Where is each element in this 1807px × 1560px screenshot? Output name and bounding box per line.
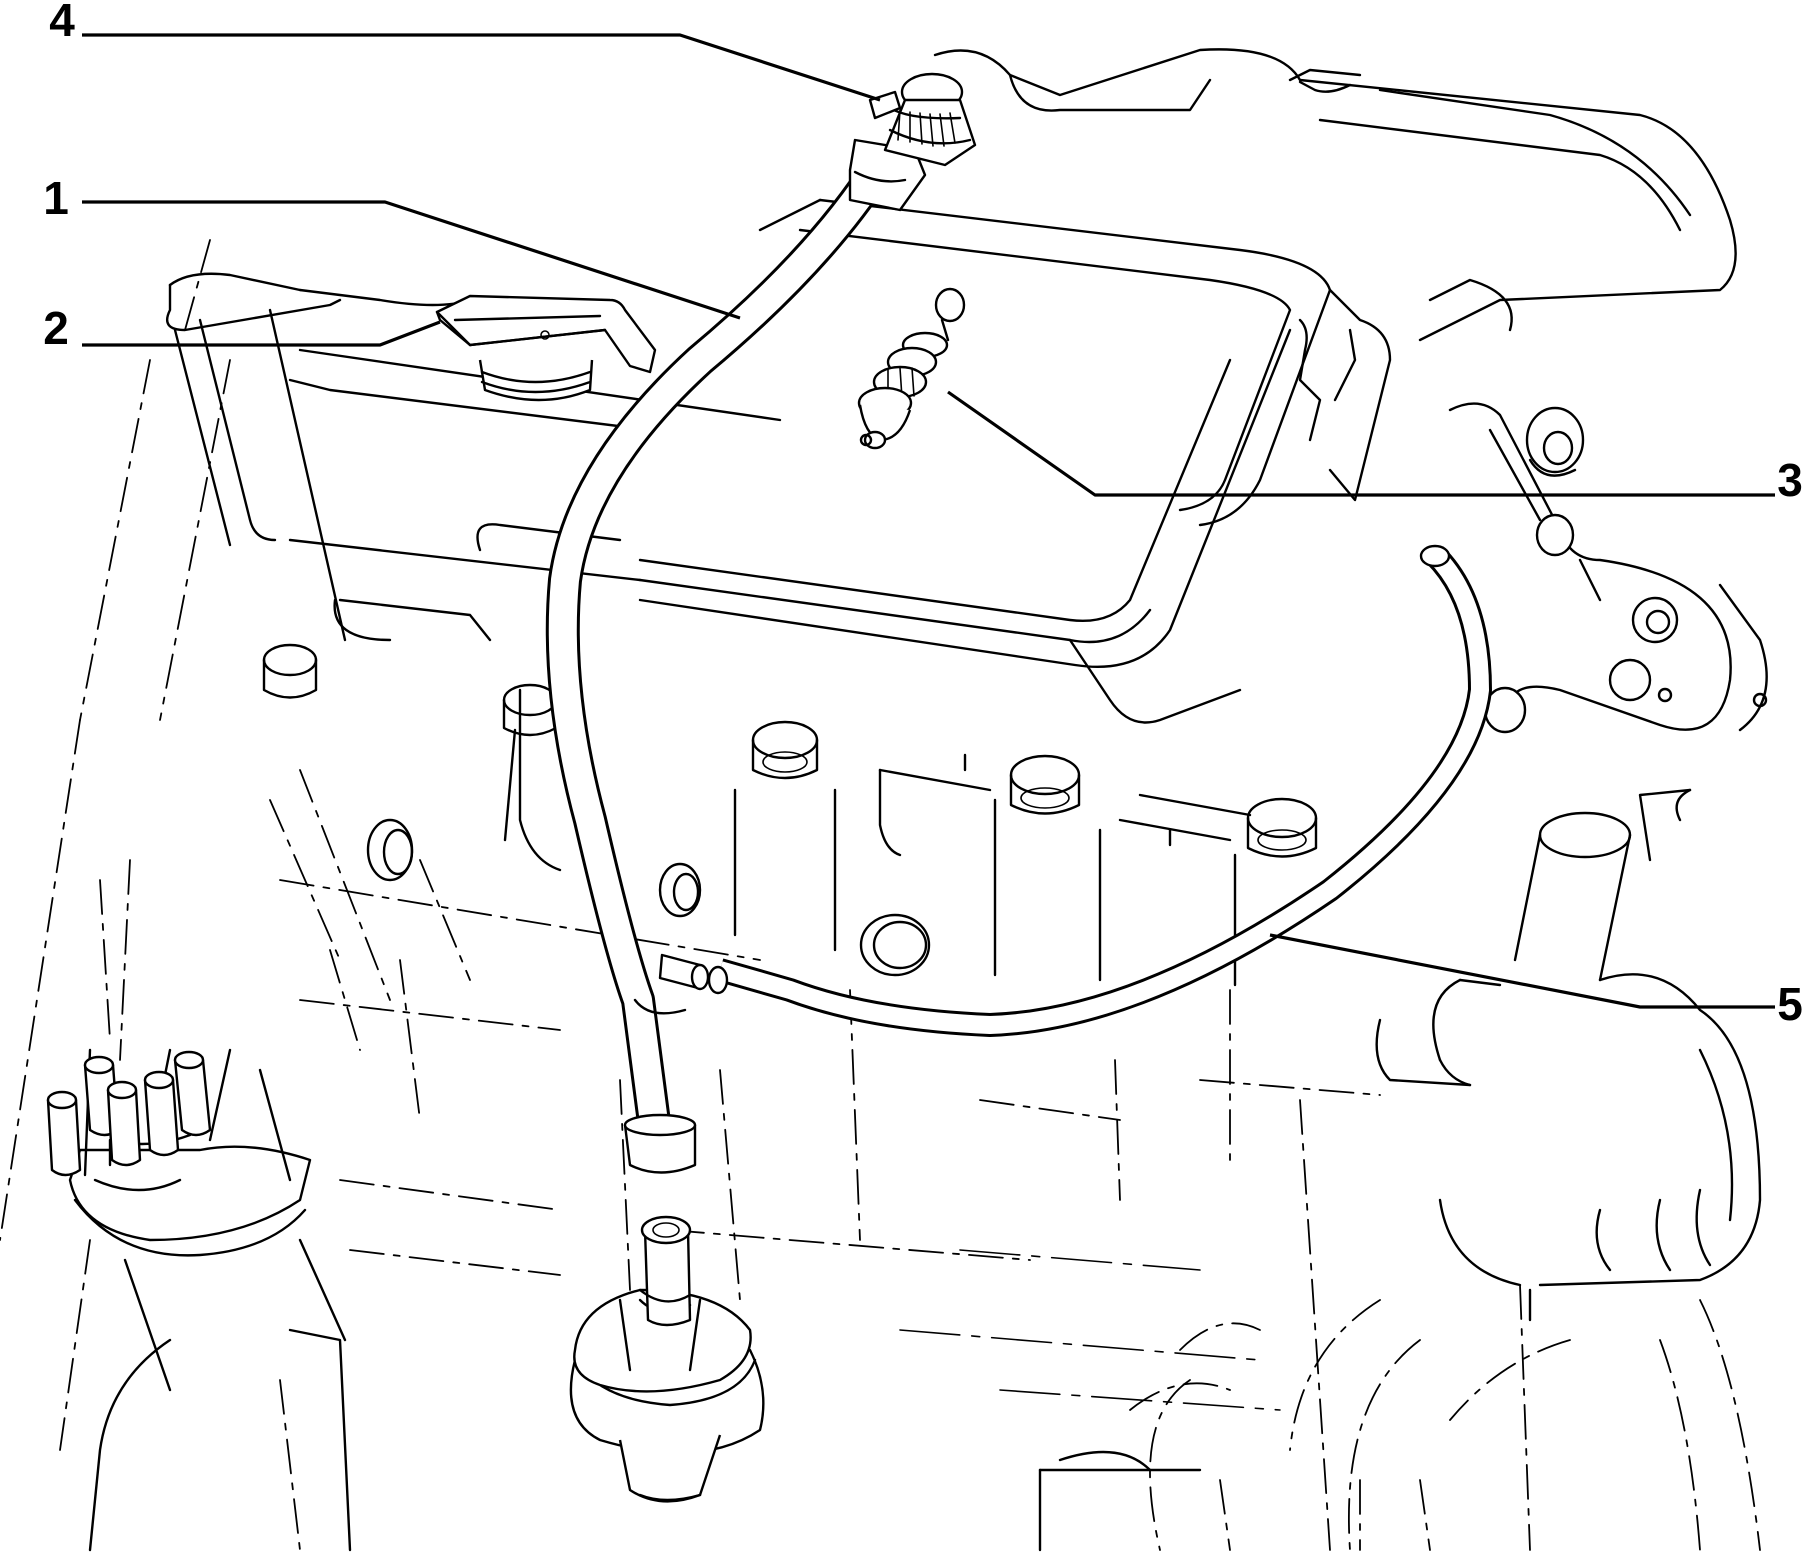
secondary-hose	[658, 544, 1492, 1037]
callout-labels: 1 2 3 4 5	[43, 0, 1803, 1030]
spark-lead-3	[106, 1080, 142, 1167]
callout-label-3: 3	[1777, 454, 1803, 506]
coolant-pipe	[1432, 811, 1762, 1322]
callout-label-5: 5	[1777, 978, 1803, 1030]
engine-block-outline	[0, 48, 1768, 1552]
spark-lead-1	[46, 1090, 82, 1177]
callout-leaders	[82, 33, 1775, 1009]
spark-lead-5	[173, 1050, 212, 1137]
leader-4	[82, 33, 881, 102]
nut-4	[1608, 658, 1652, 702]
block-hole-2	[658, 862, 702, 918]
spark-lead-4	[143, 1070, 180, 1157]
block-hole-3	[859, 913, 931, 977]
distributor-cap	[46, 1048, 347, 1392]
head-bolt-1	[262, 643, 318, 699]
leader-2	[82, 320, 441, 347]
nut-2	[1535, 513, 1575, 557]
nut-1	[1525, 406, 1585, 477]
head-bolt-4	[1009, 754, 1081, 815]
breather-plug	[857, 287, 966, 450]
leader-3	[947, 390, 1775, 497]
pcv-valve	[569, 1215, 765, 1503]
block-hole-1	[366, 818, 414, 882]
callout-label-4: 4	[49, 0, 75, 46]
breather-hose	[545, 138, 927, 1174]
nut-3	[1631, 596, 1679, 644]
callout-label-2: 2	[43, 302, 69, 354]
leader-5	[1269, 933, 1775, 1009]
head-bolt-2	[502, 683, 558, 737]
head-bolt-3	[751, 720, 819, 780]
hose-clamp	[868, 72, 977, 167]
leader-1	[82, 200, 741, 320]
head-bolt-5	[1246, 797, 1318, 858]
callout-label-1: 1	[43, 172, 69, 224]
oil-filler-cap	[435, 294, 657, 402]
